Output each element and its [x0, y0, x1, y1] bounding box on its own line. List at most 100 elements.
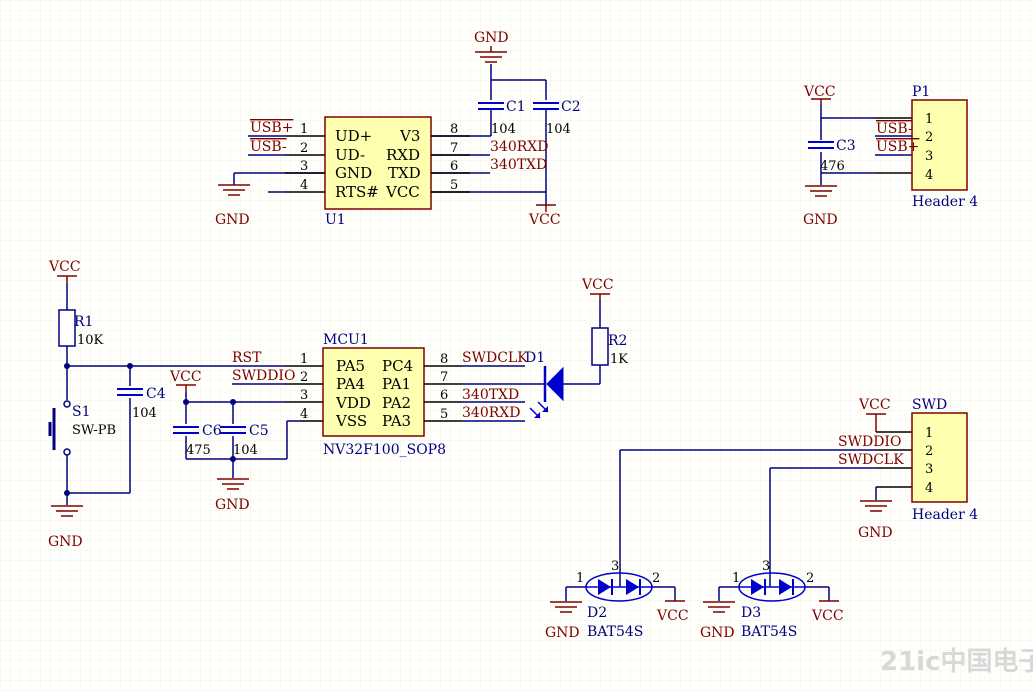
d3-pin-num: 3 [762, 559, 770, 574]
d2-part: BAT54S [587, 624, 643, 640]
swd-net-swddio: SWDDIO [838, 434, 901, 450]
vcc-symbol-mcu [176, 384, 196, 392]
vcc-label-swd: VCC [858, 397, 891, 413]
u1-pin-name: TXD [388, 164, 421, 182]
gnd-label-s1: GND [48, 534, 83, 550]
u1-net-wires [248, 135, 285, 193]
p1-net-usbp: USB+ [876, 139, 919, 155]
d1-led [529, 366, 564, 419]
p1-pin-lines [875, 117, 912, 174]
c1-value: 104 [491, 122, 516, 137]
c1-c2-plates [478, 102, 559, 110]
u1-net-txd: 340TXD [490, 157, 547, 173]
c5-value: 104 [233, 443, 258, 458]
gnd-label-d3: GND [700, 625, 735, 641]
junction-dot [230, 456, 236, 462]
gnd-symbol-u1 [218, 184, 250, 196]
u1-net-usbm: USB- [250, 139, 287, 155]
gnd-symbol-p1 [805, 185, 837, 197]
c3-designator: C3 [836, 138, 856, 154]
r2-value: 1K [610, 352, 628, 367]
d2-pin-num: 3 [611, 559, 619, 574]
gnd-symbol-top [475, 46, 507, 63]
reset-circuit[interactable]: VCC R1 10K S1 SW-PB [48, 259, 285, 550]
mcu1-pin-num: 4 [300, 407, 308, 422]
swd-wires [619, 449, 877, 565]
d3-wires [718, 565, 830, 601]
r2-body [591, 327, 609, 366]
c2-value: 104 [546, 122, 571, 137]
d3-diodes [741, 579, 803, 595]
u1-net-rxd: 340RXD [490, 139, 548, 155]
d2-diodes [588, 579, 650, 595]
swd-pin-lines [876, 431, 912, 488]
u1-pin-num: 7 [450, 141, 458, 156]
d2-component[interactable]: 1 2 3 GND VCC D2 BAT54S [545, 559, 689, 641]
u1-pin-num: 1 [300, 122, 308, 137]
swd-net-swdclk: SWDCLK [838, 452, 904, 468]
swd-pin-num: 1 [925, 426, 933, 441]
gnd-symbol-d3 [703, 601, 735, 613]
c3-value: 476 [820, 159, 845, 174]
u1-pin-name: V3 [399, 127, 420, 145]
mcu1-net-swddio: SWDDIO [232, 368, 295, 384]
swd-type: Header 4 [912, 507, 978, 523]
gnd-symbol-s1 [51, 505, 83, 517]
s1-switch [48, 400, 71, 456]
vcc-label-u1: VCC [528, 212, 561, 228]
mcu1-pin-num: 5 [440, 407, 448, 422]
d3-component[interactable]: 1 2 3 GND VCC D3 BAT54S [700, 559, 844, 641]
reset-wires [66, 283, 285, 505]
mcu1-component[interactable]: 1 2 3 4 PA5 PA4 VDD VSS 8 7 6 5 PC4 PA1 … [232, 332, 545, 458]
decoupling-wires [185, 392, 300, 478]
u1-pin-lines [285, 135, 470, 193]
u1-pin-name: RTS# [335, 183, 379, 201]
vcc-symbol-u1 [536, 204, 556, 212]
c6-designator: C6 [202, 423, 222, 439]
mcu1-pin-name: PA4 [336, 375, 365, 393]
p1-component[interactable]: VCC C3 476 GND 1 2 3 4 [803, 84, 978, 228]
vcc-symbol-swd [866, 413, 886, 432]
gnd-label-u1: GND [215, 212, 250, 228]
vcc-label-p1: VCC [803, 84, 836, 100]
u1-pin-name: UD- [335, 146, 365, 164]
gnd-label-top: GND [474, 30, 509, 46]
p1-pin-num: 2 [925, 130, 933, 145]
p1-wires [820, 105, 912, 185]
c4-plates [117, 388, 143, 396]
led-circuit[interactable]: VCC R2 1K D1 [525, 277, 628, 419]
mcu1-net-rxd: 340RXD [462, 405, 520, 421]
p1-type: Header 4 [912, 194, 978, 210]
c5-c6-plates [173, 426, 246, 434]
vcc-label-d2: VCC [656, 608, 689, 624]
mcu1-pin-name: PA2 [382, 394, 411, 412]
swd-component[interactable]: VCC GND 1 2 3 4 SWDDIO SWDCLK [619, 397, 978, 565]
mcu1-designator: MCU1 [323, 332, 369, 348]
vcc-label-d3: VCC [811, 608, 844, 624]
swd-pin-num: 4 [925, 481, 933, 496]
u1-pin-name: UD+ [335, 127, 372, 145]
d3-pin-num: 2 [806, 571, 814, 586]
r2-designator: R2 [608, 333, 627, 349]
mcu1-pin-lines [285, 365, 462, 422]
mcu1-pin-num: 6 [440, 388, 448, 403]
u1-pin-num: 6 [450, 159, 458, 174]
u1-component[interactable]: GND C1 104 C2 104 [215, 30, 581, 228]
u1-pin-num: 3 [300, 159, 308, 174]
swd-pin-num: 3 [925, 462, 933, 477]
p1-pin-num: 4 [925, 168, 933, 183]
d3-part: BAT54S [741, 624, 797, 640]
mcu1-pin-num: 2 [300, 370, 308, 385]
watermark-text: 21ic中国电子网 [880, 647, 1033, 677]
mcu1-pin-name: VDD [335, 394, 371, 412]
u1-pin-num: 8 [450, 122, 458, 137]
d2-pin-num: 1 [576, 571, 584, 586]
mcu1-pin-num: 1 [300, 352, 308, 367]
gnd-symbol-swd [860, 500, 892, 512]
decoupling-circuit[interactable]: VCC C6 475 C5 104 [169, 369, 300, 513]
u1-designator: U1 [325, 212, 346, 228]
u1-pin-num: 5 [450, 178, 458, 193]
